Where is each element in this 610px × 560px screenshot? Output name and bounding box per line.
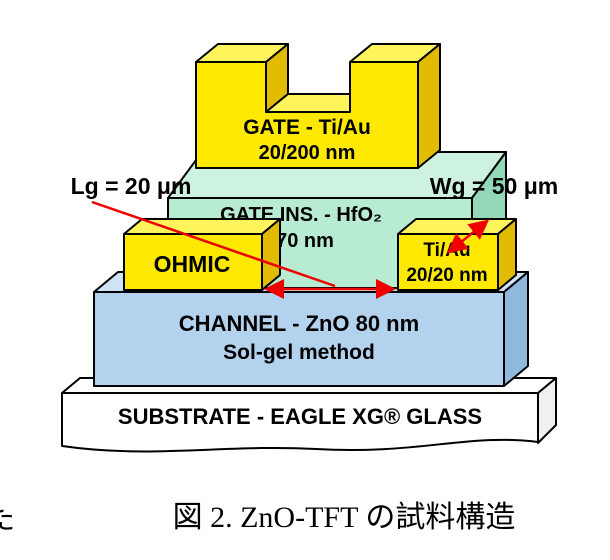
substrate-front-face (61, 392, 539, 453)
gate-layer: GATE - Ti/Au 20/200 nm (195, 43, 441, 169)
channel-front-face (93, 291, 505, 387)
gate-right-side-face (417, 43, 441, 169)
drain-contact-label-line2: 20/20 nm (406, 265, 487, 286)
substrate-layer: SUBSTRATE - EAGLE XG® GLASS (61, 377, 557, 453)
drain-contact-top-face (397, 218, 517, 235)
gate-width-label: Wg = 50 μm (430, 173, 558, 199)
drain-contact-block: Ti/Au 20/20 nm (397, 218, 517, 291)
dimension-annotations: Lg = 20 μm Wg = 50 μm (71, 173, 558, 299)
gate-label-line1: GATE - Ti/Au (243, 116, 371, 139)
gate-front-face (195, 61, 419, 169)
gate-width-arrow (446, 219, 490, 254)
ohmic-label: OHMIC (154, 251, 231, 277)
drain-contact-label-line1: Ti/Au (423, 240, 470, 261)
figure-caption: 図 2. ZnO-TFT の試料構造 (172, 501, 516, 534)
caption-fragment-cutoff: た (0, 504, 16, 536)
gate-insulator-label-line2: 70 nm (276, 230, 334, 252)
gate-length-label: Lg = 20 μm (71, 173, 192, 199)
device-structure-diagram: SUBSTRATE - EAGLE XG® GLASS CHANNEL - Zn… (61, 43, 558, 453)
gate-length-leader-line (91, 200, 336, 288)
substrate-label: SUBSTRATE - EAGLE XG® GLASS (118, 404, 482, 429)
channel-label-line1: CHANNEL - ZnO 80 nm (179, 311, 419, 336)
gate-label-line2: 20/200 nm (259, 142, 356, 164)
channel-label-line2: Sol-gel method (223, 341, 375, 364)
channel-right-face (503, 271, 529, 387)
ohmic-contact-block: OHMIC (123, 218, 281, 291)
